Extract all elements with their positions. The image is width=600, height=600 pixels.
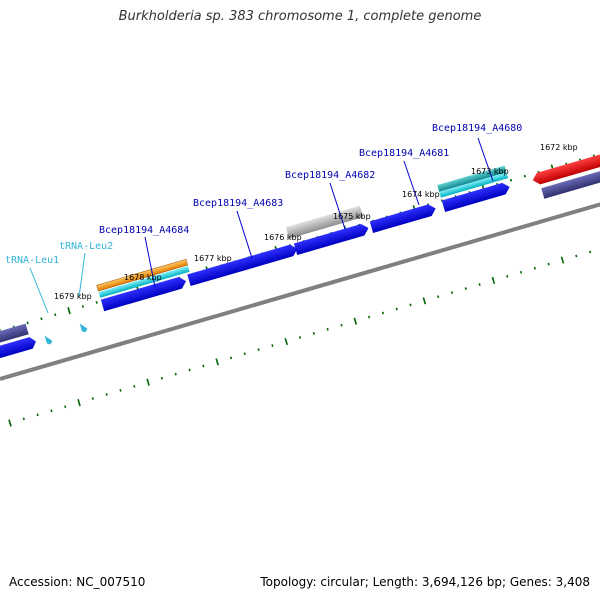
grey-feature[interactable] — [285, 205, 364, 239]
minor-tick — [533, 266, 536, 270]
cds-arrow-a4682[interactable] — [293, 222, 370, 256]
gene-label-a4682[interactable]: Bcep18194_A4682 — [285, 170, 375, 181]
inner-tick-row — [8, 250, 592, 427]
major-tick — [67, 307, 71, 315]
gene-label-a4684[interactable]: Bcep18194_A4684 — [99, 225, 189, 236]
minor-tick — [50, 409, 53, 413]
trna-label-leu2[interactable]: tRNA-Leu2 — [59, 241, 113, 252]
minor-tick — [36, 413, 39, 417]
major-tick — [353, 317, 358, 325]
minor-tick — [95, 301, 98, 304]
minor-tick — [174, 372, 177, 376]
minor-tick — [395, 307, 398, 311]
teal-feature[interactable] — [437, 165, 507, 192]
leader-a4681 — [403, 160, 420, 206]
minor-tick — [40, 317, 43, 321]
minor-tick — [506, 274, 509, 278]
gene-label-a4680[interactable]: Bcep18194_A4680 — [432, 123, 522, 134]
minor-tick — [119, 389, 122, 392]
cds-arrow-a4681[interactable] — [369, 203, 438, 233]
minor-tick — [312, 332, 315, 335]
minor-tick — [381, 311, 385, 315]
kbp-label-1678: 1678 kbp — [124, 273, 162, 282]
minor-tick — [298, 336, 302, 339]
cyan-feature[interactable] — [98, 266, 190, 298]
minor-tick — [26, 321, 29, 325]
minor-tick — [509, 178, 513, 182]
cds-arrow-a4684[interactable] — [100, 275, 188, 312]
genome-backbone — [0, 202, 600, 381]
minor-tick — [523, 174, 526, 178]
gene-label-a4683[interactable]: Bcep18194_A4683 — [193, 198, 283, 209]
kbp-label-1673: 1673 kbp — [471, 167, 509, 176]
cds-arrow-left-edge[interactable] — [0, 336, 38, 363]
major-tick — [491, 276, 496, 285]
kbp-label-1672: 1672 kbp — [540, 143, 578, 152]
minor-tick — [160, 376, 164, 380]
trna-leu2-marker[interactable] — [79, 322, 89, 333]
minor-tick — [547, 262, 550, 266]
dark-feature-left[interactable] — [0, 323, 29, 349]
minor-tick — [54, 313, 57, 317]
kbp-label-1676: 1676 kbp — [264, 233, 302, 242]
leader-a4684 — [144, 236, 156, 288]
orange-feature[interactable] — [96, 258, 188, 292]
minor-tick — [271, 344, 274, 347]
minor-tick — [243, 352, 246, 356]
minor-tick — [588, 250, 592, 254]
accession-text: Accession: NC_007510 — [9, 575, 146, 589]
major-tick — [560, 256, 565, 264]
major-tick — [146, 378, 150, 386]
kbp-label-1677: 1677 kbp — [194, 254, 232, 263]
minor-tick — [519, 270, 523, 274]
major-tick — [77, 399, 81, 407]
minor-tick — [409, 303, 412, 307]
cds-arrow-red[interactable] — [531, 154, 600, 186]
minor-tick — [340, 323, 343, 327]
leader-trna-leu2 — [78, 252, 86, 298]
minor-tick — [64, 405, 67, 409]
cds-arrow-a4680[interactable] — [441, 181, 512, 213]
minor-tick — [437, 295, 440, 299]
minor-tick — [81, 305, 84, 308]
gene-label-a4681[interactable]: Bcep18194_A4681 — [359, 148, 449, 159]
kbp-label-1679: 1679 kbp — [54, 292, 92, 301]
minor-tick — [464, 287, 467, 290]
kbp-label-1675: 1675 kbp — [333, 212, 371, 221]
trna-leu1-marker[interactable] — [44, 334, 54, 345]
minor-tick — [257, 348, 260, 352]
major-tick — [215, 358, 219, 366]
minor-tick — [133, 384, 136, 388]
minor-tick — [105, 393, 108, 396]
trna-label-leu1[interactable]: tRNA-Leu1 — [5, 255, 59, 266]
cyan-feature-2[interactable] — [439, 172, 509, 198]
minor-tick — [368, 315, 371, 319]
minor-tick — [229, 356, 233, 360]
major-tick — [284, 337, 288, 346]
feature-track — [0, 154, 600, 363]
genome-summary-text: Topology: circular; Length: 3,694,126 bp… — [260, 575, 590, 589]
minor-tick — [575, 254, 578, 258]
leader-a4683 — [236, 210, 253, 259]
leader-a4680 — [477, 137, 494, 182]
minor-tick — [22, 417, 25, 421]
map-title: Burkholderia sp. 383 chromosome 1, compl… — [118, 9, 482, 24]
minor-tick — [478, 283, 481, 286]
major-tick — [422, 297, 427, 305]
kbp-label-1674: 1674 kbp — [402, 190, 440, 199]
minor-tick — [326, 327, 329, 331]
leader-trna-leu1 — [29, 267, 49, 314]
minor-tick — [450, 291, 454, 295]
minor-tick — [202, 364, 205, 368]
minor-tick — [188, 368, 191, 372]
cds-arrow-a4683[interactable] — [187, 243, 299, 287]
leader-a4682 — [329, 182, 346, 230]
dark-feature-right[interactable] — [541, 168, 600, 199]
minor-tick — [91, 397, 94, 400]
major-tick — [8, 419, 12, 427]
